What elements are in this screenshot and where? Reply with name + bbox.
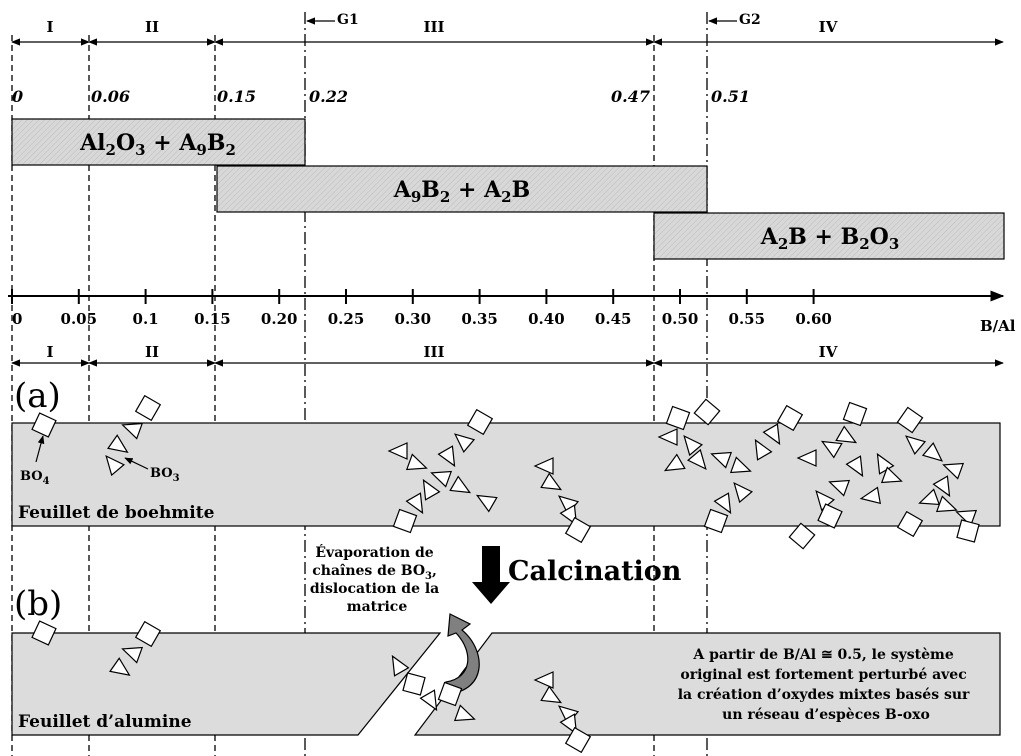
phase-bar-3 — [653, 212, 1005, 260]
axis-tick-label: 0.60 — [795, 310, 832, 328]
axis-tick-label: 0.35 — [461, 310, 498, 328]
axis-tick-label: 0.45 — [595, 310, 632, 328]
axis-tick-label: 0.20 — [261, 310, 298, 328]
calcination-label: Calcination — [508, 556, 682, 587]
axis-tick-label: 0.15 — [194, 310, 231, 328]
phase-label-2: A9B2 + A2B — [393, 177, 530, 206]
boundary-value: 0.06 — [91, 87, 130, 106]
bo3-label: BO3 — [150, 466, 180, 484]
top-region-label: II — [145, 18, 159, 36]
boundary-value: 0.51 — [711, 87, 750, 106]
boundary-value: 0.15 — [217, 87, 256, 106]
panel-b-letter: (b) — [14, 584, 62, 624]
phase-label-1: Al2O3 + A9B2 — [79, 130, 236, 159]
axis-tick-label: 0 — [12, 310, 22, 328]
bo4-label: BO4 — [20, 469, 50, 487]
bo3-pointer — [124, 457, 149, 470]
bottom-region-label: IV — [819, 343, 838, 361]
alumina-sheet-label: Feuillet d’alumine — [18, 712, 192, 732]
bottom-region-label: II — [145, 343, 159, 361]
top-region-label: III — [423, 18, 444, 36]
network-note: A partir de B/Al ≅ 0.5, le système origi… — [678, 647, 975, 723]
boundary-value: 0.47 — [611, 87, 650, 106]
axis-ticks — [11, 289, 815, 304]
marker-g2: G2 — [739, 12, 761, 28]
marker-lines — [304, 12, 708, 756]
axis-tick-label: 0.25 — [328, 310, 365, 328]
axis-tick-label: 0.05 — [61, 310, 98, 328]
bottom-region-label: III — [423, 343, 444, 361]
axis-tick-labels: 0 0.05 0.1 0.15 0.20 0.25 0.30 0.35 0.40 0.45 0.50… — [12, 310, 832, 328]
bottom-region-label: I — [46, 343, 53, 361]
boundary-value: 0.22 — [309, 87, 348, 106]
phase-bar-2 — [216, 165, 708, 213]
panel-a-letter: (a) — [14, 376, 61, 416]
evaporation-note: Évaporation de chaînes de BO3, dislocati… — [310, 543, 444, 615]
axis-tick-label: 0.40 — [528, 310, 565, 328]
phase-bar-1 — [11, 118, 306, 166]
axis-tick-label: 0.55 — [729, 310, 766, 328]
evaporation-arrow — [445, 613, 480, 695]
axis-tick-label: 0.1 — [133, 310, 159, 328]
marker-g1: G1 — [337, 12, 359, 28]
boehmite-sheet-label: Feuillet de boehmite — [18, 503, 215, 523]
top-region-label: I — [46, 18, 53, 36]
axis-tick-label: 0.30 — [395, 310, 432, 328]
phase-label-3: A2B + B2O3 — [760, 224, 900, 253]
axis-label: B/Al — [980, 317, 1016, 335]
bo4-pointer — [35, 435, 45, 463]
calcination-arrow — [472, 546, 510, 604]
boundary-value: 0 — [12, 87, 23, 106]
top-region-label: IV — [819, 18, 838, 36]
axis-tick-label: 0.50 — [662, 310, 699, 328]
